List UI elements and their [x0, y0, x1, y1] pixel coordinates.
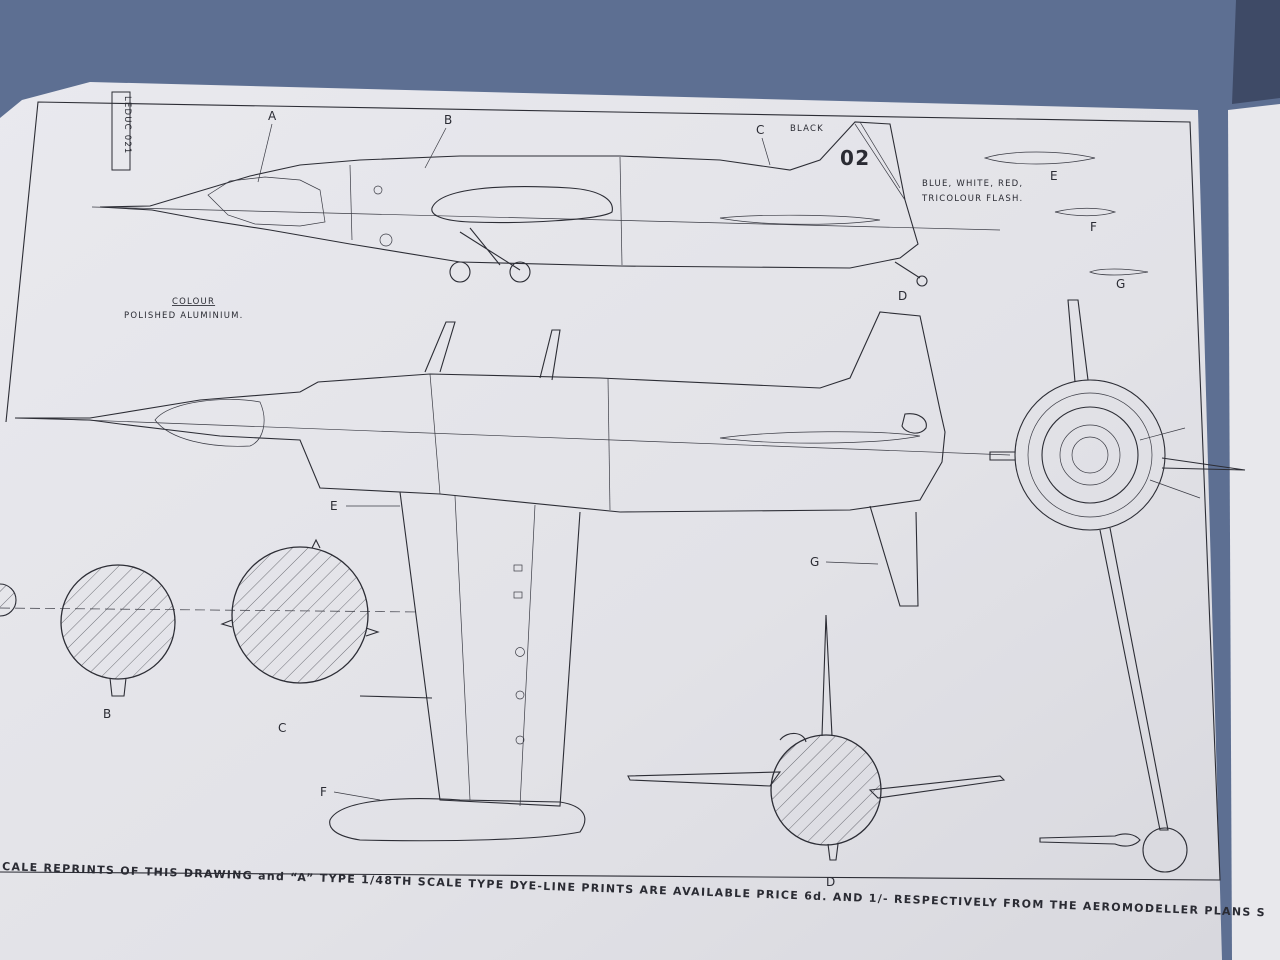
- label-sec-c: C: [278, 721, 286, 735]
- label-plan-e: E: [330, 499, 338, 513]
- flash-line1: BLUE, WHITE, RED,: [922, 179, 1023, 189]
- marking-black: BLACK: [790, 124, 824, 134]
- label-side-a: A: [268, 109, 277, 123]
- plan-view: [14, 311, 1011, 842]
- label-right-f: F: [1090, 220, 1097, 234]
- flash-line2: TRICOLOUR FLASH.: [921, 194, 1023, 204]
- title-stamp-text: LEDUC 021: [122, 96, 132, 155]
- label-plan-f: F: [320, 785, 327, 799]
- label-right-g: G: [1116, 277, 1125, 291]
- label-side-c: C: [756, 123, 764, 137]
- second-sheet-edge: [1228, 104, 1280, 960]
- label-right-e: E: [1050, 169, 1058, 183]
- plan-sheet: [0, 82, 1222, 960]
- section-profiles: [983, 151, 1149, 276]
- colour-value: POLISHED ALUMINIUM.: [124, 311, 244, 321]
- label-side-b: B: [444, 113, 452, 127]
- front-view-section: [627, 614, 1006, 861]
- head-on-view: [989, 299, 1246, 873]
- label-plan-g: G: [810, 555, 819, 569]
- label-front-d: D: [826, 875, 835, 889]
- cross-sections: [0, 538, 421, 697]
- colour-heading: COLOUR: [172, 297, 215, 307]
- drawing-border: [0, 101, 1221, 881]
- side-view: 02: [91, 121, 1001, 287]
- label-sec-b: B: [103, 707, 111, 721]
- fin-number: 02: [840, 146, 870, 170]
- dark-object: [1232, 0, 1280, 104]
- title-stamp: LEDUC 021: [111, 91, 132, 171]
- label-side-d: D: [898, 289, 907, 303]
